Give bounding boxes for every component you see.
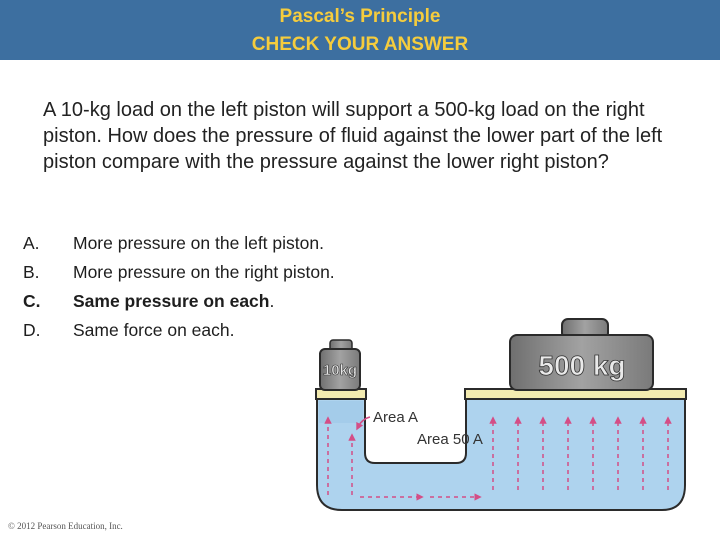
copyright-notice: © 2012 Pearson Education, Inc.	[8, 521, 123, 531]
option-letter: C.	[23, 291, 41, 311]
answer-options: A. More pressure on the left piston. B. …	[23, 233, 443, 349]
option-a: A. More pressure on the left piston.	[23, 233, 443, 262]
area-50a-label: Area 50 A	[417, 431, 483, 448]
small-weight-label: 10kg	[323, 362, 357, 379]
option-letter: A.	[23, 233, 40, 253]
option-letter: D.	[23, 320, 41, 340]
title-bar: Pascal’s Principle CHECK YOUR ANSWER	[0, 0, 720, 60]
option-d: D. Same force on each.	[23, 320, 443, 349]
area-a-label: Area A	[373, 409, 418, 426]
option-letter: B.	[23, 262, 40, 282]
option-text: Same pressure on each	[73, 291, 270, 311]
large-weight	[509, 334, 654, 391]
fluid-surface-shade	[319, 401, 363, 423]
pressure-arrows	[324, 416, 672, 501]
option-text-wrap: Same pressure on each.	[73, 291, 274, 312]
small-weight	[319, 348, 361, 391]
slide-title: Pascal’s Principle	[279, 6, 441, 27]
question-text: A 10-kg load on the left piston will sup…	[43, 99, 663, 173]
option-text-period: .	[269, 291, 275, 311]
area-a-pointer	[356, 416, 371, 431]
hydraulic-press-illustration: 10kg 500 kg Area A Area 50 A	[315, 318, 687, 511]
slide-subtitle: CHECK YOUR ANSWER	[251, 34, 469, 55]
option-text: More pressure on the right piston.	[73, 262, 335, 282]
option-text: Same force on each.	[73, 320, 235, 340]
large-weight-label: 500 kg	[538, 350, 625, 381]
option-c-correct: C. Same pressure on each.	[23, 291, 443, 320]
option-text: More pressure on the left piston.	[73, 233, 324, 253]
option-b: B. More pressure on the right piston.	[23, 262, 443, 291]
